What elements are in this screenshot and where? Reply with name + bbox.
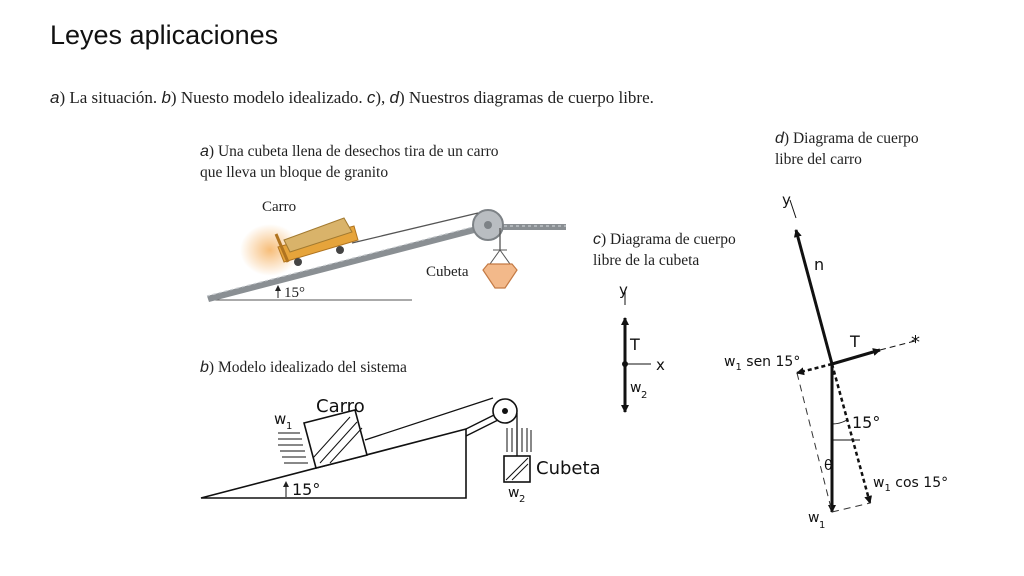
tension-arrow-d <box>831 348 881 366</box>
panel-b-model: Carro w 1 Cubeta w 2 15° <box>200 396 601 505</box>
label-bucket-a: Cubeta <box>426 264 469 280</box>
w1-sen-arrow <box>796 362 833 376</box>
incline-track <box>207 224 486 302</box>
normal-arrow <box>793 229 834 365</box>
axis-x-d: * <box>911 332 920 353</box>
svg-text:2: 2 <box>641 390 647 401</box>
panel-d-fbd: y n T * w 1 w1 sen 15° w1 cos 15° 15° θ <box>724 191 948 531</box>
label-w1-cos: w1 cos 15° <box>873 475 948 494</box>
slide-title: Leyes aplicaciones <box>50 20 279 50</box>
bucket-block <box>503 455 531 483</box>
panel-c-fbd: y x T w 2 <box>619 281 665 413</box>
w1-hatch <box>278 432 308 464</box>
label-cart-a: Carro <box>262 199 296 215</box>
rope-b <box>364 397 494 441</box>
figure-caption: a) La situación. b) Nuesto modelo ideali… <box>50 88 654 107</box>
label-T-d: T <box>849 332 860 351</box>
angle-label-a: 15° <box>284 285 305 301</box>
axis-x-c: x <box>656 356 665 374</box>
label-w2-c: w <box>630 380 641 396</box>
svg-text:1: 1 <box>819 520 825 531</box>
label-w1-sen: w1 sen 15° <box>724 354 800 373</box>
label-cart-b: Carro <box>316 396 365 417</box>
svg-text:2: 2 <box>519 494 525 505</box>
w1-cos-arrow <box>830 363 873 504</box>
panel-a-title: a) Una cubeta llena de desechos tira de … <box>200 143 499 181</box>
w2-hatch <box>506 428 532 452</box>
label-n: n <box>814 255 824 274</box>
label-w2-b: w <box>508 485 519 501</box>
label-w1-d: w <box>808 510 819 526</box>
label-bucket-b: Cubeta <box>536 458 601 479</box>
bucket-icon <box>482 249 518 289</box>
axis-y-c: y <box>619 281 628 299</box>
theta-label: θ <box>824 458 833 474</box>
panel-b-title: b) Modelo idealizado del sistema <box>200 359 407 376</box>
cart-block <box>303 409 368 469</box>
svg-text:1: 1 <box>286 421 292 432</box>
angle-label-b: 15° <box>292 480 320 499</box>
axis-y-d: y <box>782 191 791 209</box>
panel-a-illustration: Carro Cubeta 15° <box>206 199 566 302</box>
rope-a <box>351 212 479 244</box>
angle-label-d: 15° <box>852 413 880 432</box>
label-T-c: T <box>629 335 640 354</box>
cart-icon <box>274 217 359 266</box>
label-w1-b: w <box>274 410 286 428</box>
